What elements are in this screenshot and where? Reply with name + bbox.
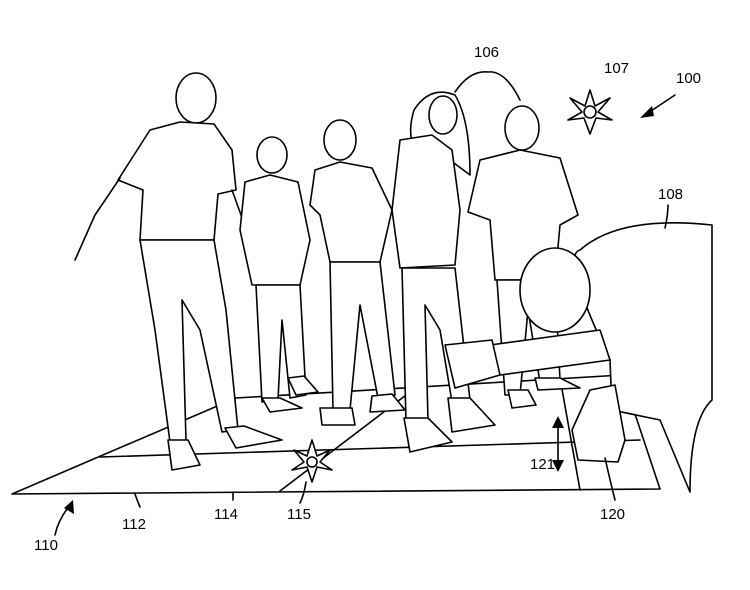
label-115: 115 xyxy=(287,506,311,523)
label-114: 114 xyxy=(214,506,238,523)
user-108 xyxy=(444,222,713,493)
label-106: 106 xyxy=(474,44,500,61)
person-3 xyxy=(309,119,406,426)
label-112: 112 xyxy=(122,516,146,533)
light-effect-107-icon xyxy=(567,89,613,135)
label-107: 107 xyxy=(604,60,630,77)
label-120: 120 xyxy=(600,506,626,523)
label-100: 100 xyxy=(676,70,702,87)
leader-lines xyxy=(54,71,676,536)
label-121: 121 xyxy=(530,456,556,473)
motion-arrow-121-icon xyxy=(552,416,564,472)
label-108: 108 xyxy=(658,186,684,203)
person-2 xyxy=(239,136,319,413)
person-4 xyxy=(391,91,496,453)
label-110: 110 xyxy=(34,537,58,554)
floor-effect-115-icon xyxy=(291,439,333,483)
